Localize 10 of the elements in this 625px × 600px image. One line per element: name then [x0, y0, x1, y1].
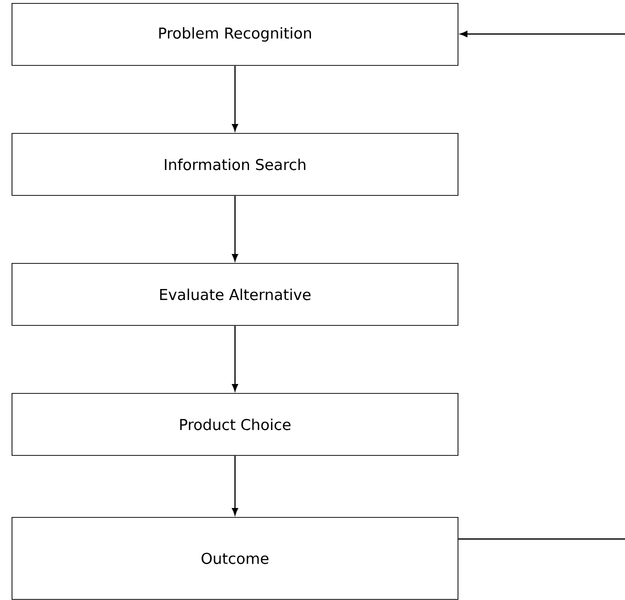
process-box: Information Search [12, 133, 458, 196]
arrow [232, 456, 238, 516]
process-box: Problem Recognition [12, 3, 458, 66]
process-box: Evaluate Alternative [12, 263, 458, 326]
process-box: Product Choice [12, 393, 458, 456]
arrow [232, 326, 238, 392]
process-box: Outcome [12, 517, 458, 600]
arrow [460, 30, 625, 38]
arrow [232, 196, 238, 262]
arrow [232, 66, 238, 132]
